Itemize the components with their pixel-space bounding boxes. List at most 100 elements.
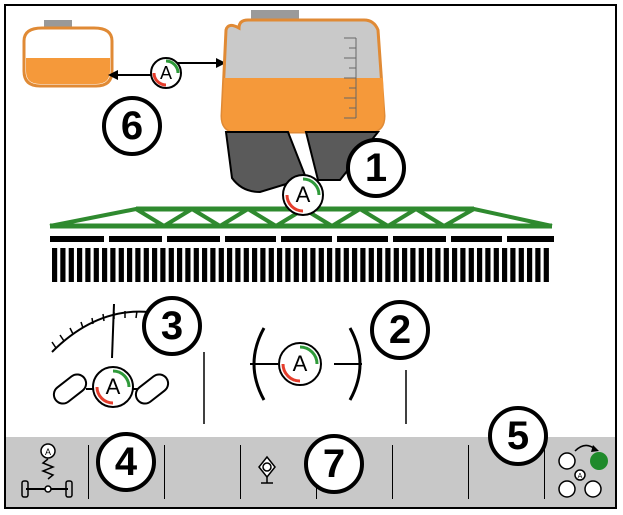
nozzle-bar: [468, 248, 474, 282]
pump-button[interactable]: [241, 437, 317, 507]
nozzle-bar: [210, 248, 216, 282]
nozzle-bar: [227, 248, 233, 282]
nozzle-bar: [102, 248, 108, 282]
nozzle-bar: [193, 248, 199, 282]
callout-6: 6: [102, 96, 162, 156]
front-tank-icon: [22, 20, 114, 88]
nozzle-bar: [352, 248, 358, 282]
nozzle-bar: [493, 248, 499, 282]
toolbar-separator: [468, 445, 469, 499]
nozzle-bar: [68, 248, 74, 282]
nozzle-bar: [443, 248, 449, 282]
nozzle-bar: [460, 248, 466, 282]
toolbar-separator: [164, 445, 165, 499]
nozzle-bar: [52, 248, 58, 282]
nozzle-bar: [243, 248, 249, 282]
callout-4-label: 4: [114, 439, 138, 484]
nozzle-bar: [377, 248, 383, 282]
nozzle-bar: [93, 248, 99, 282]
nozzle-bar: [543, 248, 549, 282]
nozzle-bar: [110, 248, 116, 282]
nozzle-bar: [260, 248, 266, 282]
callout-2: 2: [370, 300, 430, 360]
nozzle-bar: [310, 248, 316, 282]
nozzle-bar: [335, 248, 341, 282]
nozzle-bar: [427, 248, 433, 282]
nozzle-bar: [535, 248, 541, 282]
nozzle-bar: [518, 248, 524, 282]
empty-button-3[interactable]: [165, 437, 241, 507]
nozzle-bar: [143, 248, 149, 282]
nozzle-bar: [402, 248, 408, 282]
callout-7-label: 7: [322, 441, 346, 486]
nozzle-bar: [368, 248, 374, 282]
nozzle-bar: [235, 248, 241, 282]
nozzle-sections-icon: [52, 248, 549, 282]
nozzle-bar: [418, 248, 424, 282]
nozzle-bar: [168, 248, 174, 282]
wheel-status-button[interactable]: A: [545, 437, 615, 507]
suspension-icon: A: [21, 443, 73, 498]
callout-3-label: 3: [160, 303, 184, 348]
wheel-status-icon: A: [558, 444, 608, 498]
callout-3: 3: [142, 296, 202, 356]
main-display: A A A A A: [4, 4, 617, 509]
nozzle-bar: [118, 248, 124, 282]
nozzle-bar: [477, 248, 483, 282]
nozzle-bar: [185, 248, 191, 282]
boom-height-icon: [250, 327, 362, 401]
pump-icon: [258, 455, 276, 484]
nozzle-bar: [252, 248, 258, 282]
callout-7: 7: [304, 434, 364, 494]
nozzle-bar: [327, 248, 333, 282]
boom-section-bar: [50, 235, 554, 243]
callout-1-label: 1: [364, 145, 388, 190]
nozzle-bar: [218, 248, 224, 282]
toolbar-separator: [392, 445, 393, 499]
machine-diagram: [22, 10, 554, 424]
auto-symbol-steering: A: [92, 366, 134, 408]
nozzle-bar: [85, 248, 91, 282]
nozzle-bar: [60, 248, 66, 282]
empty-button-6[interactable]: [393, 437, 469, 507]
toolbar-separator: [240, 445, 241, 499]
nozzle-bar: [510, 248, 516, 282]
nozzle-bar: [293, 248, 299, 282]
nozzle-bar: [77, 248, 83, 282]
callout-5-label: 5: [506, 413, 530, 458]
nozzle-bar: [485, 248, 491, 282]
auto-label: A: [159, 62, 172, 83]
suspension-button[interactable]: A: [10, 437, 86, 507]
nozzle-bar: [177, 248, 183, 282]
auto-symbol-boom-height: A: [278, 342, 322, 386]
auto-symbol-transfer: A: [150, 57, 182, 89]
nozzle-bar: [160, 248, 166, 282]
callout-4: 4: [96, 432, 156, 492]
auto-symbol-tank: A: [282, 174, 324, 216]
nozzle-bar: [268, 248, 274, 282]
nozzle-bar: [127, 248, 133, 282]
nozzle-bar: [285, 248, 291, 282]
auto-label: A: [105, 374, 121, 399]
nozzle-bar: [135, 248, 141, 282]
auto-label: A: [295, 182, 311, 207]
nozzle-bar: [152, 248, 158, 282]
toolbar-separator: [544, 445, 545, 499]
nozzle-bar: [360, 248, 366, 282]
toolbar-separator: [88, 445, 89, 499]
nozzle-bar: [385, 248, 391, 282]
tank-icon: [220, 10, 386, 194]
nozzle-bar: [343, 248, 349, 282]
svg-text:A: A: [578, 473, 583, 480]
callout-6-label: 6: [120, 103, 144, 148]
auto-label: A: [292, 351, 308, 376]
nozzle-bar: [318, 248, 324, 282]
nozzle-bar: [452, 248, 458, 282]
nozzle-bar: [435, 248, 441, 282]
nozzle-bar: [202, 248, 208, 282]
nozzle-bar: [393, 248, 399, 282]
nozzle-bar: [527, 248, 533, 282]
svg-text:A: A: [45, 447, 51, 457]
callout-2-label: 2: [388, 307, 412, 352]
nozzle-bar: [277, 248, 283, 282]
